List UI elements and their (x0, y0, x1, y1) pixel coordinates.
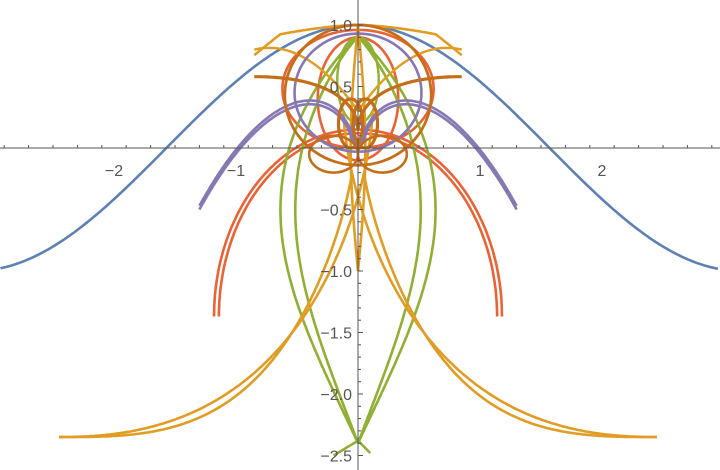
series-6-curve (283, 23, 433, 167)
series-5-curve (362, 99, 518, 207)
x-tick-label: −2 (105, 163, 123, 180)
y-tick-label: 0.5 (330, 80, 352, 97)
series-2-curve (59, 172, 354, 439)
y-tick-label: −0.5 (320, 203, 352, 220)
series-6-curve (254, 75, 360, 130)
x-tick-label: −1 (227, 163, 245, 180)
x-tick-label: 1 (476, 163, 485, 180)
series-4-curve (217, 131, 359, 317)
y-tick-label: −1.5 (320, 326, 352, 343)
curves (0, 23, 719, 457)
tick-labels: −2 −1 1 2 1.0 0.5 −0.5 −1.0 −1.5 −2.0 −2.5 (105, 18, 607, 466)
y-tick-label: −2.5 (320, 449, 352, 466)
y-tick-label: −2.0 (320, 387, 352, 404)
series-2-curve (342, 111, 657, 439)
series-5-curve (362, 102, 518, 211)
series-4-curve (316, 36, 400, 162)
x-tick-label: 2 (598, 163, 607, 180)
series-4-curve (358, 128, 504, 317)
series-5-curve (293, 32, 423, 153)
series-6-curve (356, 75, 462, 130)
y-tick-label: 1.0 (330, 18, 352, 35)
series-2-curve (362, 172, 657, 439)
y-tick-label: −1.0 (320, 264, 352, 281)
series-2-curve (59, 111, 374, 439)
series-4-curve (212, 128, 358, 317)
series-4-curve (357, 131, 499, 317)
series-5-curve (198, 102, 354, 211)
series-5-curve (198, 99, 354, 207)
